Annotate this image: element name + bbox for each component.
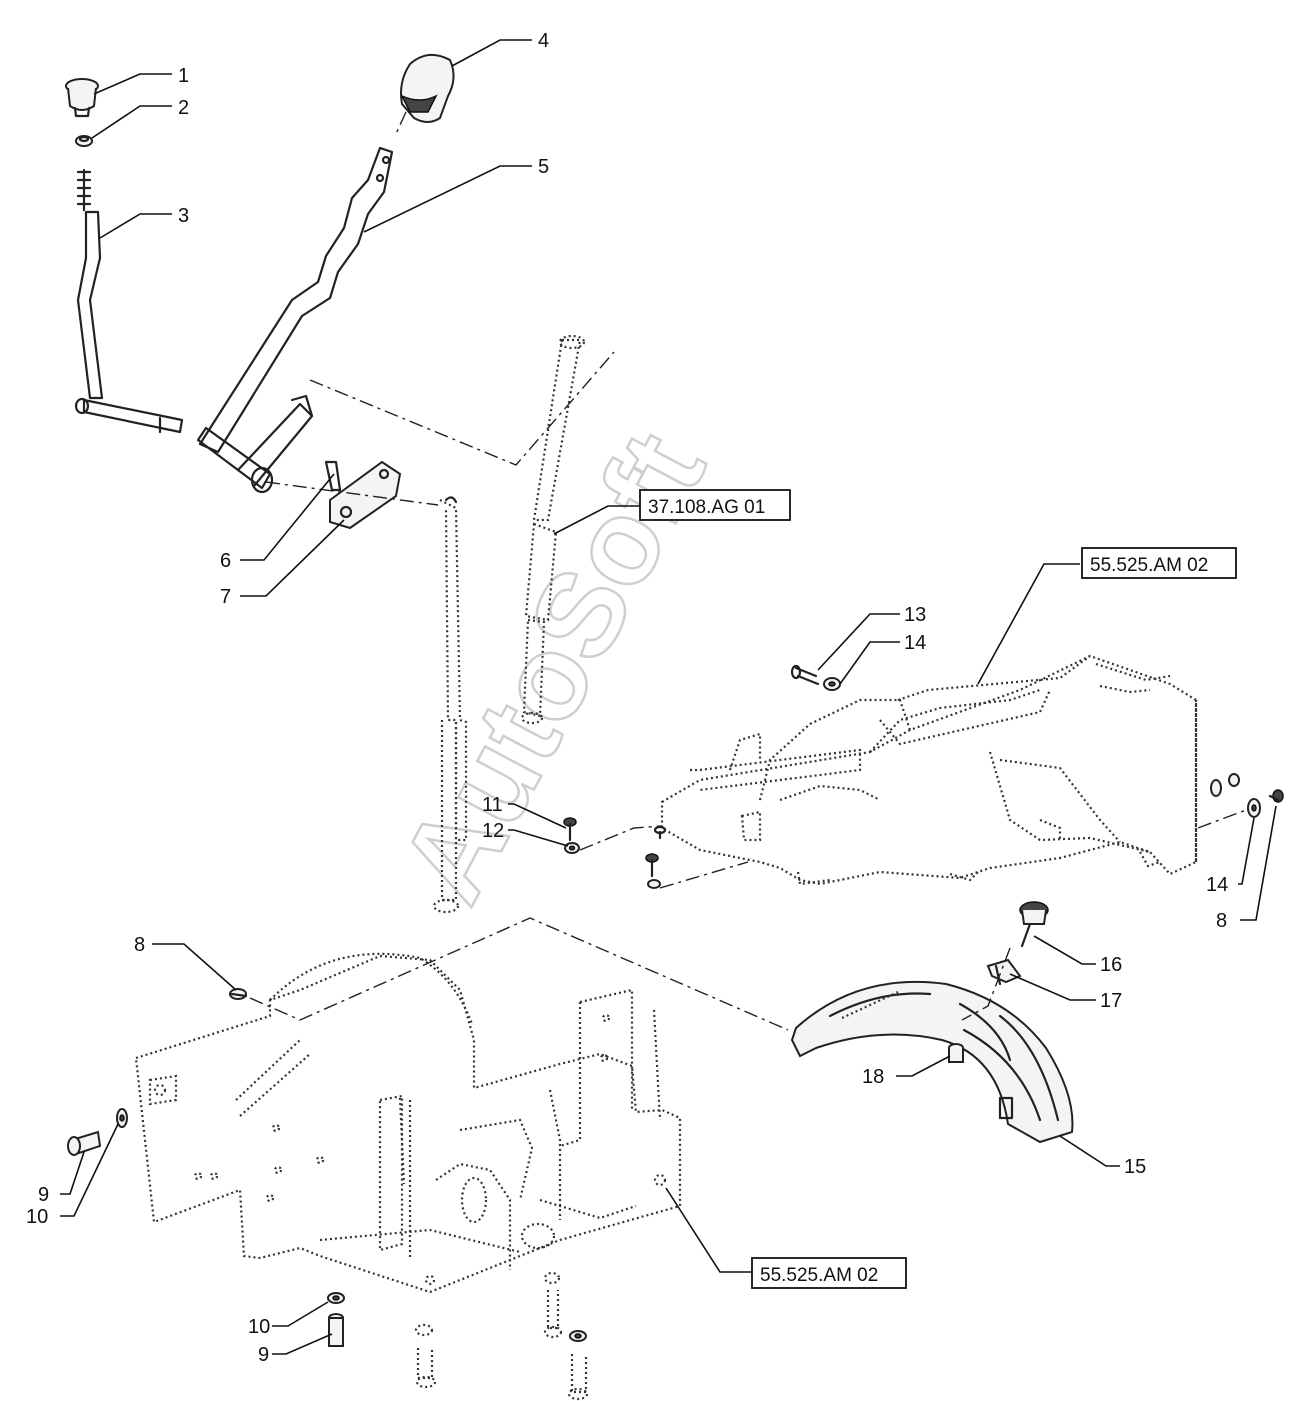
alignment-line (579, 825, 663, 851)
callout-5: 5 (538, 156, 549, 178)
clamp-part-17 (986, 958, 1022, 986)
alignment-line (309, 351, 615, 466)
reference-box-55-525-bottom[interactable]: 55.525.AM 02 (751, 1257, 907, 1289)
callout-10-left: 10 (26, 1206, 48, 1228)
alignment-line (394, 111, 407, 137)
callout-15: 15 (1124, 1156, 1146, 1178)
callout-6: 6 (220, 550, 231, 572)
callout-14-right: 14 (1206, 874, 1228, 896)
callout-14: 14 (904, 632, 926, 654)
pin-part-6 (324, 460, 342, 492)
alignment-line (1197, 809, 1247, 829)
reference-box-37-108[interactable]: 37.108.AG 01 (639, 489, 791, 521)
reference-box-55-525-top[interactable]: 55.525.AM 02 (1081, 547, 1237, 579)
lever-part-5 (196, 146, 394, 494)
reference-label: 37.108.AG 01 (648, 497, 765, 518)
reference-label: 55.525.AM 02 (1090, 555, 1208, 576)
watermark: AutoSoft (375, 412, 731, 922)
alignment-line (659, 861, 749, 889)
callout-9-bottom: 9 (258, 1344, 269, 1366)
callout-8-right: 8 (1216, 910, 1227, 932)
callout-16: 16 (1100, 954, 1122, 976)
bolt-console-front (645, 825, 667, 889)
washer-part-10-bottom (327, 1292, 345, 1304)
rod-right (520, 334, 586, 725)
callout-1: 1 (178, 65, 189, 87)
bolt-part-9-bottom (328, 1313, 344, 1347)
rod-left (432, 496, 468, 914)
callout-7: 7 (220, 586, 231, 608)
console-cover (660, 654, 1198, 886)
lever-part-3 (74, 168, 184, 434)
pin-part-8 (229, 988, 248, 1000)
nut-right-side (1210, 773, 1240, 797)
bolt-part-8-right (1268, 789, 1284, 803)
callout-11: 11 (482, 794, 503, 816)
callout-13: 13 (904, 604, 926, 626)
washer-part-14-right (1247, 798, 1261, 818)
callout-8-left: 8 (134, 934, 145, 956)
nut-part-2 (75, 135, 93, 147)
plate-part-7 (329, 460, 402, 530)
washer-part-10-left (116, 1108, 128, 1128)
alignment-line (249, 917, 789, 1031)
washer-part-14 (823, 677, 841, 691)
callout-4: 4 (538, 30, 549, 52)
bolt-part-9-left (67, 1130, 102, 1156)
alignment-line (265, 481, 439, 506)
screw-part-11 (563, 817, 577, 842)
washer-part-12 (564, 842, 580, 854)
leader-lines (60, 39, 1277, 1355)
bolt-bottom-right-1 (543, 1271, 563, 1339)
callout-10-bottom: 10 (248, 1316, 270, 1338)
bolt-bottom-right-2 (567, 1330, 589, 1401)
spacer-part-18 (948, 1043, 964, 1063)
alignment-line (961, 947, 1011, 1021)
bolt-part-13 (790, 664, 820, 686)
callout-17: 17 (1100, 990, 1122, 1012)
callout-3: 3 (178, 205, 189, 227)
knob-part-1 (65, 78, 99, 118)
gate-part-15 (790, 980, 1074, 1144)
callout-2: 2 (178, 97, 189, 119)
callout-12: 12 (482, 820, 504, 842)
frame-bracket (134, 952, 682, 1294)
callout-9-left: 9 (38, 1184, 49, 1206)
reference-label: 55.525.AM 02 (760, 1265, 878, 1286)
knob-part-16 (1019, 901, 1049, 948)
handle-part-4 (400, 53, 455, 123)
callout-18: 18 (862, 1066, 884, 1088)
bolt-bottom-center (414, 1323, 437, 1389)
